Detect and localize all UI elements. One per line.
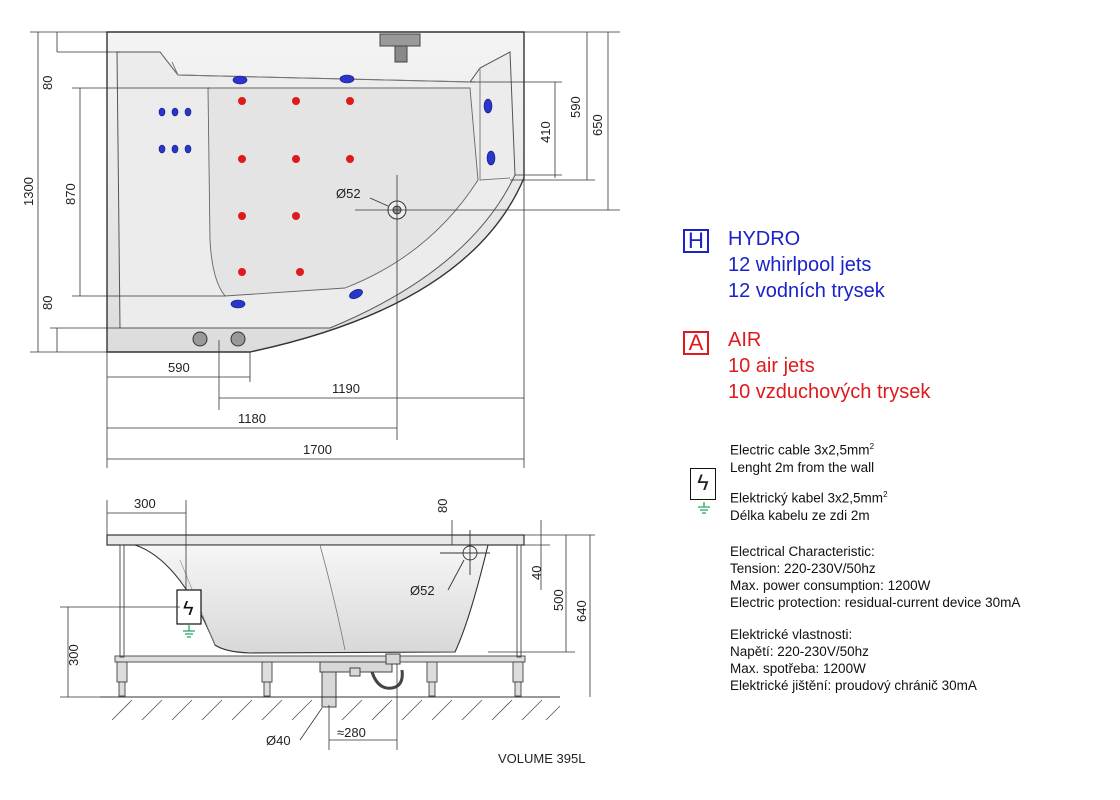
cable-spec-cz-line2: Délka kabelu ze zdi 2m — [730, 507, 870, 523]
spec-line: Electric protection: residual-current de… — [730, 595, 1021, 610]
hydro-legend-box: H — [683, 229, 709, 253]
dim-410: 410 — [538, 121, 553, 143]
hydro-jet — [486, 150, 496, 166]
plan-left-dimension-lines — [30, 31, 225, 353]
dim-1700: 1700 — [303, 442, 332, 457]
side-rim — [106, 534, 525, 546]
hydro-jet — [232, 75, 248, 85]
spec-line: Napětí: 220-230V/50hz — [730, 644, 869, 659]
dim-side-640: 640 — [574, 600, 589, 622]
air-line-en: 10 air jets — [728, 355, 815, 377]
dim-offset-280: ≈280 — [337, 725, 366, 740]
control-button — [230, 331, 246, 347]
side-tub-body — [134, 544, 489, 654]
siphon-drain — [319, 653, 404, 708]
dim-80-top: 80 — [40, 76, 55, 90]
hydro-jet — [230, 299, 246, 309]
hydro-jets — [158, 74, 496, 309]
air-jet — [238, 97, 246, 105]
spec-line: Electrical Characteristic: — [730, 544, 875, 559]
air-jet — [238, 212, 246, 220]
cable-spec-en: Electric cable 3x2,5mm2 Lenght 2m from t… — [730, 438, 874, 476]
dim-side-300-left: 300 — [66, 644, 81, 666]
air-jet — [292, 97, 300, 105]
backrest-contour — [171, 61, 511, 181]
hydro-jet — [339, 74, 355, 84]
side-view: Ø52 ϟ 300 — [60, 496, 595, 750]
volume-label: VOLUME 395L — [498, 751, 586, 766]
side-electric-box — [176, 589, 202, 625]
spec-line: Max. spotřeba: 1200W — [730, 661, 866, 676]
air-jet — [292, 155, 300, 163]
dim-1180: 1180 — [238, 411, 266, 426]
air-jet — [346, 97, 354, 105]
air-line-cz: 10 vzduchových trysek — [728, 381, 931, 403]
cable-spec-en-line2: Lenght 2m from the wall — [730, 459, 875, 475]
dim-870: 870 — [63, 183, 78, 205]
electrical-characteristics-en: Electrical Characteristic: Tension: 220-… — [730, 543, 1020, 611]
ground-icon — [698, 502, 710, 514]
hydro-line-cz: 12 vodních trysek — [728, 280, 885, 302]
hydro-legend-text: HYDRO 12 whirlpool jets 12 vodních tryse… — [728, 226, 885, 304]
floor-hatching — [111, 699, 561, 721]
hydro-jet — [184, 107, 192, 117]
dim-side-40: 40 — [529, 566, 544, 580]
spec-line: Elektrické jištění: proudový chránič 30m… — [730, 678, 977, 693]
hydro-jet — [158, 107, 166, 117]
hydro-jet — [184, 144, 192, 154]
cable-spec-en-line1: Electric cable 3x2,5mm2 — [730, 442, 875, 458]
dim-1190: 1190 — [332, 381, 360, 396]
side-drain-diameter-label: Ø52 — [410, 583, 435, 598]
plan-bottom-dimension-lines — [106, 178, 525, 468]
drain-icon — [355, 175, 620, 440]
dim-650: 650 — [590, 114, 605, 136]
plan-drain-diameter-label: Ø52 — [336, 186, 361, 201]
side-electric-bolt-icon: ϟ — [183, 598, 194, 620]
side-dimension-lines — [60, 500, 595, 750]
air-jet — [238, 155, 246, 163]
electric-bolt-icon: ϟ — [690, 468, 716, 500]
electrical-characteristics-cz: Elektrické vlastnosti: Napětí: 220-230V/… — [730, 626, 977, 694]
hydro-title: HYDRO — [728, 228, 801, 250]
support-frame — [114, 544, 526, 697]
spec-line: Tension: 220-230V/50hz — [730, 561, 876, 576]
spec-line: Elektrické vlastnosti: — [730, 627, 853, 642]
dim-side-500: 500 — [551, 589, 566, 611]
plan-view: Ø52 — [21, 31, 620, 468]
dim-side-80: 80 — [435, 499, 450, 513]
overflow-icon — [440, 530, 490, 591]
dim-590-bottom: 590 — [168, 360, 190, 375]
control-button — [192, 331, 208, 347]
air-jets — [238, 97, 354, 276]
air-jet — [346, 155, 354, 163]
plan-right-dimension-lines — [470, 31, 620, 210]
hydro-jet — [158, 144, 166, 154]
side-ground-icon — [183, 624, 195, 638]
hydro-jet — [483, 98, 493, 114]
hydro-jet — [171, 107, 179, 117]
air-legend-box: A — [683, 331, 709, 355]
dim-side-300-top: 300 — [134, 496, 156, 511]
hydro-line-en: 12 whirlpool jets — [728, 254, 872, 276]
air-jet — [292, 212, 300, 220]
dim-80-bottom: 80 — [40, 296, 55, 310]
faucet-icon — [379, 33, 421, 63]
cable-spec-cz: Elektrický kabel 3x2,5mm2 Délka kabelu z… — [730, 486, 888, 524]
cable-spec-cz-line1: Elektrický kabel 3x2,5mm2 — [730, 490, 888, 506]
air-jet — [296, 268, 304, 276]
air-jet — [238, 268, 246, 276]
hydro-jet — [349, 289, 363, 299]
seat-contour — [207, 87, 479, 297]
spec-line: Max. power consumption: 1200W — [730, 578, 931, 593]
dim-pipe-diameter: Ø40 — [266, 733, 291, 748]
hydro-jet — [171, 144, 179, 154]
dim-1300: 1300 — [21, 177, 36, 206]
air-title: AIR — [728, 329, 762, 351]
dim-590-right: 590 — [568, 96, 583, 118]
air-legend-text: AIR 10 air jets 10 vzduchových trysek — [728, 327, 930, 405]
